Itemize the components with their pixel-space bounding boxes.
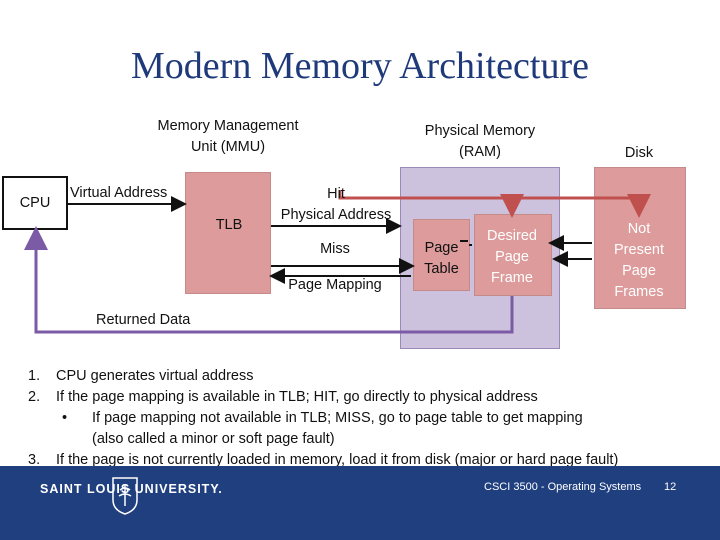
page-table-label-line1: Page (424, 240, 459, 256)
not-present-line2: Present (614, 242, 664, 258)
not-present-line1: Not (627, 221, 651, 237)
note-2-sub-text: If page mapping not available in TLB; MI… (92, 410, 583, 426)
note-2-sub-continued: (also called a minor or soft page fault) (28, 429, 718, 450)
course-name: CSCI 3500 - Operating Systems (484, 481, 642, 493)
disk-label: Disk (624, 145, 654, 161)
hit-label-line1: Hit (327, 186, 345, 202)
desired-page-frame-box (474, 214, 552, 296)
page-table-box (413, 219, 470, 291)
miss-label: Miss (320, 241, 350, 257)
not-present-line3: Page (622, 263, 656, 279)
note-3-number: 3. (28, 452, 41, 468)
hit-label: Hit Physical Address (270, 184, 402, 226)
university-seal-icon (112, 477, 138, 515)
note-2: 2. If the page mapping is available in TL… (28, 387, 718, 408)
note-1-text: CPU generates virtual address (56, 368, 254, 384)
note-2-number: 2. (28, 389, 41, 405)
mmu-label-line1: Memory Management (157, 118, 299, 134)
slide-title: Modern Memory Architecture (131, 45, 589, 87)
desired-frame-line3: Frame (491, 270, 533, 286)
physical-address-to-frame-arrow (338, 190, 524, 218)
physical-address-label: Physical Address (280, 207, 392, 223)
ram-label-line2: (RAM) (459, 144, 501, 160)
note-3: 3. If the page is not currently loaded in… (28, 450, 718, 471)
returned-data-arrow (24, 226, 514, 334)
note-2-sub: • If page mapping not available in TLB; M… (28, 408, 718, 429)
page-mapping-label: Page Mapping (288, 277, 382, 293)
frame-to-disk-red-arrow (512, 194, 651, 218)
note-2-text: If the page mapping is available in TLB;… (56, 389, 538, 405)
ram-label: Physical Memory (RAM) (400, 121, 560, 163)
desired-frame-line2: Page (495, 249, 529, 265)
note-1-number: 1. (28, 368, 41, 384)
notes-list: 1. CPU generates virtual address 2. If the… (28, 366, 718, 471)
tlb-label: TLB (215, 217, 243, 233)
page-table-label: Page Table (413, 238, 470, 280)
page-number: 12 (664, 481, 677, 493)
disk-box (594, 167, 686, 309)
note-2-sub-bullet: • (62, 410, 68, 426)
virtual-address-label: Virtual Address (70, 185, 168, 201)
not-present-line4: Frames (614, 284, 664, 300)
desired-frame-line1: Desired (487, 228, 537, 244)
mmu-label-line2: Unit (MMU) (190, 139, 266, 155)
page-table-label-line2: Table (424, 261, 459, 277)
university-name: SAINT LOUIS UNIVERSITY. (40, 482, 223, 496)
returned-data-label: Returned Data (96, 312, 191, 328)
desired-frame-label: Desired Page Frame (474, 226, 550, 289)
footer-bar: SAINT LOUIS UNIVERSITY. CSCI 3500 - Oper… (0, 466, 720, 540)
cpu-label: CPU (19, 195, 51, 211)
note-2-sub-continued-text: (also called a minor or soft page fault) (92, 431, 335, 447)
ram-label-line1: Physical Memory (424, 123, 536, 139)
note-3-text: If the page is not currently loaded in m… (56, 452, 619, 468)
tlb-box (185, 172, 271, 294)
mmu-label: Memory Management Unit (MMU) (118, 116, 338, 158)
not-present-label: Not Present Page Frames (594, 219, 684, 303)
note-1: 1. CPU generates virtual address (28, 366, 718, 387)
